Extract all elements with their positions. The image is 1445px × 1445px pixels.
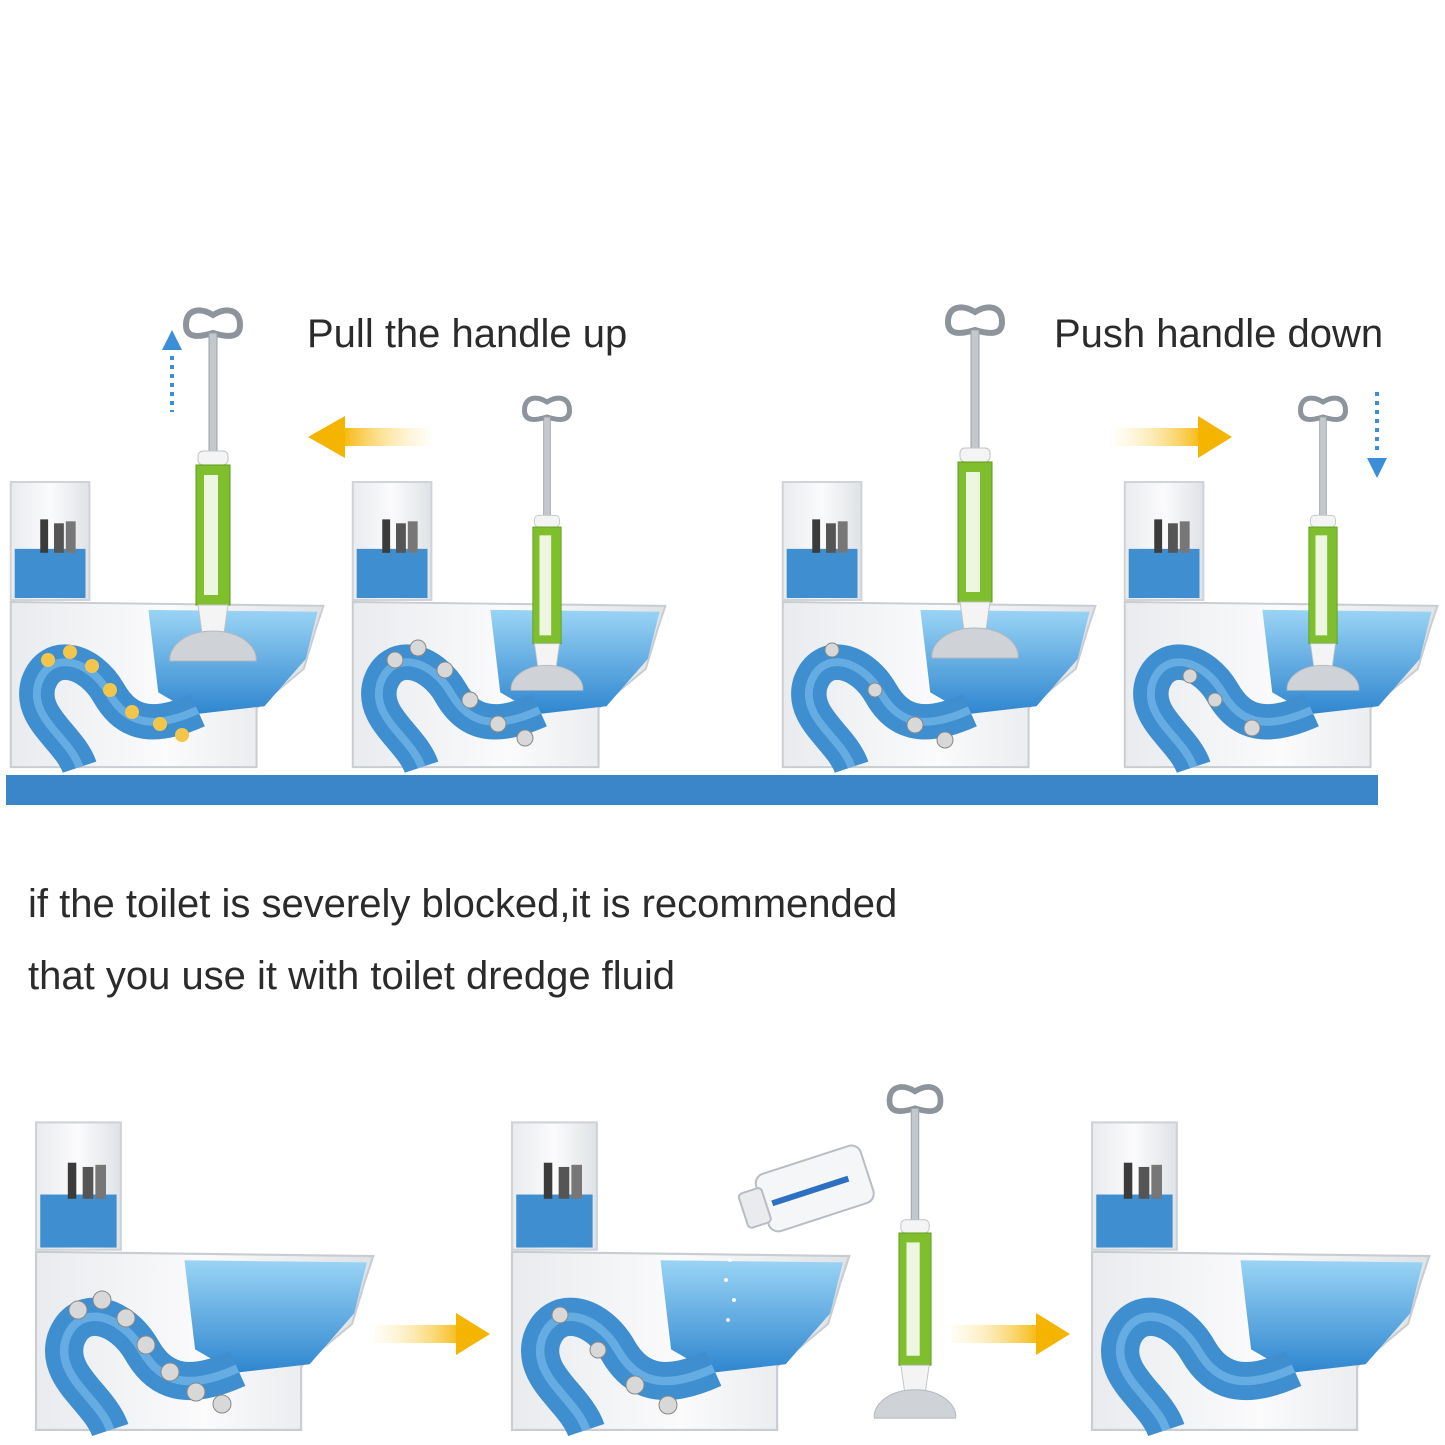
toilet-cleared [1092,1122,1429,1430]
caption-pull-handle-up: Pull the handle up [307,312,628,356]
arrow-down-dotted-icon [1367,392,1387,478]
debris-grey [551,1306,678,1415]
arrow-right-icon [1115,416,1232,458]
toilet-with-fluid [512,1087,956,1430]
arrow-right-icon [952,1313,1070,1355]
plunger-standing [874,1087,956,1418]
note-line-2: that you use it with toilet dredge fluid [28,954,676,998]
arrow-right-icon [375,1313,490,1355]
arrow-left-icon [308,416,430,458]
debris-grey [1182,668,1261,737]
caption-push-handle-down: Push handle down [1054,312,1384,356]
toilet-push-down-b [1125,398,1438,767]
toilet-push-down-a [783,307,1096,767]
dredge-fluid-bottle-icon [724,1144,875,1322]
bottom-row [36,1087,1429,1430]
debris-grey [824,642,954,749]
note-line-1: if the toilet is severely blocked,it is … [28,882,898,926]
debris-yellow [41,645,189,742]
floor-pipe [6,775,1378,805]
toilet-blocked [36,1122,373,1430]
top-row [6,307,1437,805]
arrow-up-dotted-icon [162,330,182,412]
toilet-pull-up-a [11,310,324,767]
toilet-pull-up-b [353,398,666,767]
debris-grey [68,1290,232,1414]
debris-grey [386,639,534,747]
